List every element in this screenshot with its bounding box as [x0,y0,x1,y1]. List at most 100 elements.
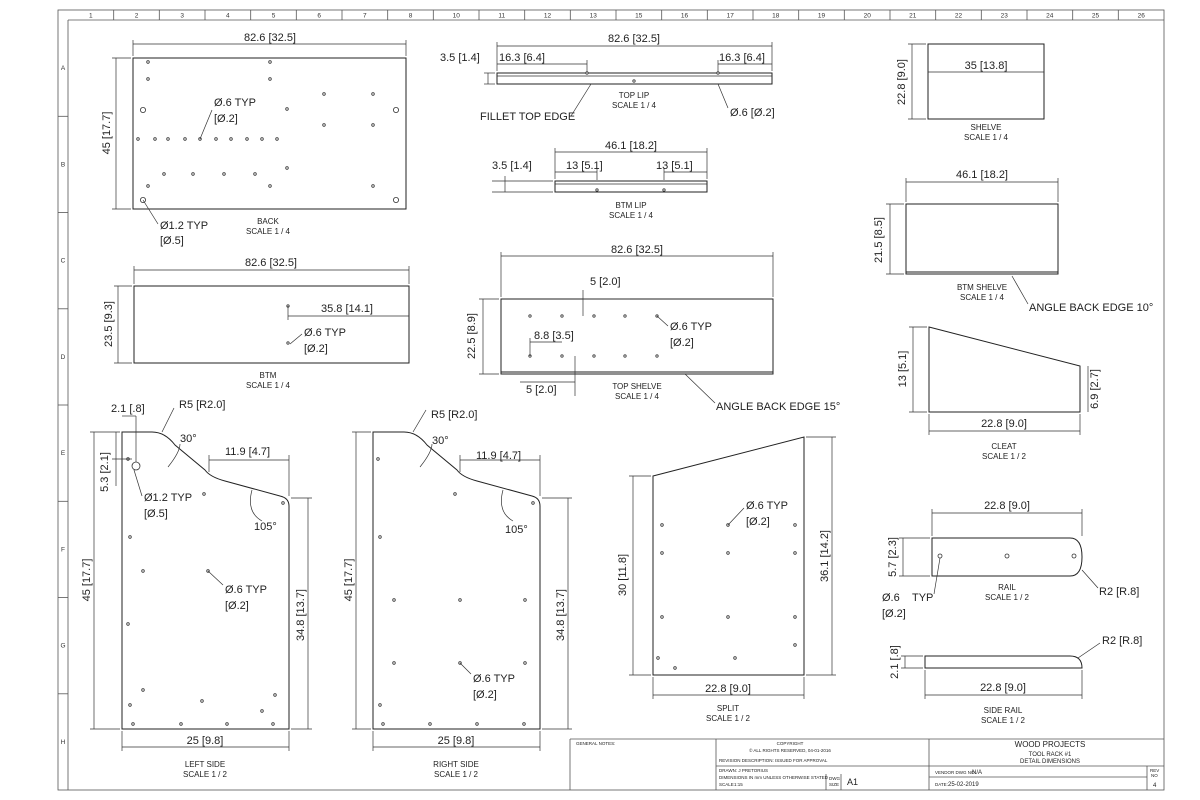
date-label: DATE: [935,782,948,787]
back-holes [136,60,399,203]
view-left-side: 25 [9.8] 45 [17.7] 34.8 [13.7] 2.1 [.8] … [81,399,312,779]
top-lip-view-scale: SCALE 1 / 4 [612,101,657,110]
title-block: GENERAL NOTES: COPYRIGHT © ALL RIGHTS RE… [569,738,1164,790]
btm-shelve-width-dim: 46.1 [18.2] [956,169,1008,181]
left-side-step-dim: 11.9 [4.7] [225,446,270,458]
btm-lip-height-dim: 3.5 [1.4] [492,160,532,172]
split-outline [652,436,805,676]
split-hole-note: Ø.6 TYP [746,500,788,512]
left-side-view-title: LEFT SIDE [185,760,225,769]
top-shelve-view-title: TOP SHELVE [612,382,661,391]
cleat-view-title: CLEAT [991,442,1016,451]
sheet-title: DETAIL DIMENSIONS [1020,759,1080,765]
revision-description: REVISION DESCRIPTION: ISSUED FOR APPROVA… [719,758,828,763]
vendor-dwg-value: N/A [972,770,982,776]
btm-lip-outline [554,180,708,193]
column-zone-label: 4 [226,13,230,20]
rev-label-1: REV [1150,768,1159,773]
shelve-outline [927,43,1045,120]
row-zone-label: A [61,65,66,72]
copyright-label: COPYRIGHT [777,741,804,746]
right-side-view-scale: SCALE 1 / 2 [434,770,479,779]
back-large-hole-note: Ø1.2 TYP [160,220,208,232]
column-zone-label: 7 [363,13,367,20]
right-side-angle-dim: 30° [432,435,449,447]
btm-view-scale: SCALE 1 / 4 [246,381,291,390]
copyright-rights: © ALL RIGHTS RESERVED, 04-01-2016 [749,747,831,753]
column-zone-label: 6 [317,13,321,20]
column-zone-label: 13 [590,13,598,20]
top-shelve-bottom-hole-dim: 5 [2.0] [526,384,557,396]
right-side-outline [372,431,541,730]
dwg-size-label-1: DWG [829,776,840,781]
rail-hole-note-typ: TYP [912,592,933,604]
right-side-hole-note-imperial: [Ø.2] [473,689,497,701]
view-split: 22.8 [9.0] 30 [11.8] 36.1 [14.2] Ø.6 TYP… [617,436,836,723]
column-zone-label: 26 [1138,13,1146,20]
left-side-corner-angle-dim: 105° [254,521,277,533]
top-shelve-top-hole-dim: 5 [2.0] [590,276,621,288]
btm-lip-width-dim: 46.1 [18.2] [605,140,657,152]
top-shelve-height-dim: 22.5 [8.9] [466,313,478,359]
btm-hole-note: Ø.6 TYP [304,327,346,339]
left-side-height-dim: 45 [17.7] [81,559,93,602]
view-shelve: 35 [13.8] 22.8 [9.0] SHELVE SCALE 1 / 4 [896,43,1045,142]
rail-view-scale: SCALE 1 / 2 [985,593,1030,602]
view-top-shelve: 82.6 [32.5] 5 [2.0] 8.8 [3.5] 5 [2.0] 22… [466,244,840,413]
column-zone-label: 19 [818,13,826,20]
split-tall-height-dim: 36.1 [14.2] [819,530,831,582]
left-side-lower-height-dim: 34.8 [13.7] [295,589,307,641]
split-short-height-dim: 30 [11.8] [617,554,629,596]
top-lip-hole-note: Ø.6 [Ø.2] [730,107,775,119]
btm-view-title: BTM [260,371,277,380]
row-zone-label: E [61,450,66,457]
right-side-hole-note: Ø.6 TYP [473,673,515,685]
vendor-dwg-label: VENDOR DWG NO: [935,770,976,775]
btm-shelve-height-dim: 21.5 [8.5] [873,217,885,263]
view-right-side: 25 [9.8] 45 [17.7] 34.8 [13.7] R5 [R2.0]… [343,409,572,779]
rail-hole-note: Ø.6 [882,592,900,604]
left-side-top-offset-dim: 2.1 [.8] [111,403,145,415]
rail-height-dim: 5.7 [2.3] [887,537,899,577]
row-zone-label: G [60,643,65,650]
rev-label-2: NO [1151,773,1158,778]
shelve-width-dim: 35 [13.8] [965,60,1008,72]
column-zone-label: 3 [180,13,184,20]
rail-view-title: RAIL [998,583,1016,592]
rev-value: 4 [1153,783,1157,789]
rail-radius-dim: R2 [R.8] [1099,586,1139,598]
back-height-dim: 45 [17.7] [101,112,113,155]
back-view-scale: SCALE 1 / 4 [246,227,291,236]
view-cleat: 22.8 [9.0] 13 [5.1] 6.9 [2.7] CLEAT SCAL… [897,326,1101,461]
top-lip-left-hole-dim: 16.3 [6.4] [499,52,545,64]
column-zone-label: 24 [1046,13,1054,20]
btm-panel-outline [133,285,410,364]
shelve-view-scale: SCALE 1 / 4 [964,133,1009,142]
shelve-height-dim: 22.8 [9.0] [896,59,908,105]
row-zone-label: D [61,354,66,361]
btm-lip-left-hole-dim: 13 [5.1] [566,160,603,172]
back-small-hole-note-imperial: [Ø.2] [214,113,238,125]
left-side-radius-dim: R5 [R2.0] [179,399,225,411]
side-rail-outline [924,655,1083,669]
top-shelve-view-scale: SCALE 1 / 4 [615,392,660,401]
shelve-view-title: SHELVE [971,123,1002,132]
column-zone-label: 21 [909,13,917,20]
top-shelve-outline [500,298,774,375]
row-zone-label: C [61,258,66,265]
btm-hole-position-dim: 35.8 [14.1] [321,303,373,315]
column-zone-label: 17 [727,13,735,20]
top-shelve-angle-note: ANGLE BACK EDGE 15° [716,401,840,413]
top-lip-width-dim: 82.6 [32.5] [608,33,660,45]
row-zone-label: B [61,161,65,168]
top-lip-height-dim: 3.5 [1.4] [440,52,480,64]
view-rail: 22.8 [9.0] 5.7 [2.3] R2 [R.8] Ø.6 TYP [Ø… [882,500,1139,620]
company-name: WOOD PROJECTS [1015,740,1086,749]
right-side-corner-angle-dim: 105° [505,524,528,536]
view-btm-shelve: 46.1 [18.2] 21.5 [8.5] ANGLE BACK EDGE 1… [873,169,1153,314]
side-rail-width-dim: 22.8 [9.0] [980,682,1026,694]
top-lip-fillet-note: FILLET TOP EDGE [480,111,575,123]
column-zone-label: 23 [1001,13,1009,20]
